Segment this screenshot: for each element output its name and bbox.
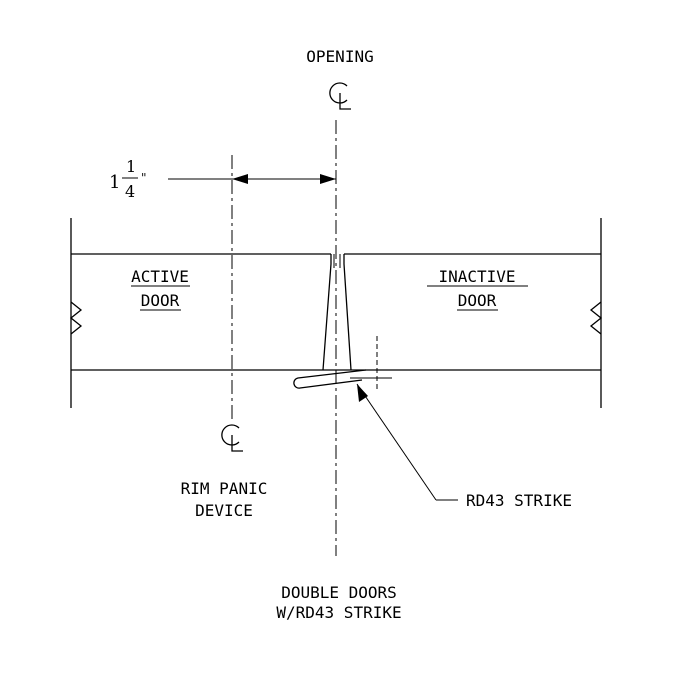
- rd43-strike: [293, 336, 392, 390]
- dimension-arrow-left: [232, 174, 248, 184]
- active-door-meeting-edge: [322, 254, 332, 371]
- strike-leader-line: [356, 383, 437, 501]
- panic-device-label-line1: RIM PANIC: [181, 479, 268, 498]
- centerline-icon: [329, 82, 351, 110]
- dimension-unit: ": [141, 171, 147, 185]
- dimension-whole: 1: [109, 172, 120, 193]
- centerline-icon: [221, 424, 243, 452]
- active-door-label-line1: ACTIVE: [131, 267, 189, 286]
- break-symbol-left: [69, 301, 83, 335]
- drawing-title-line2: W/RD43 STRIKE: [276, 603, 401, 622]
- strike-plate: [293, 369, 367, 389]
- dimension-label: 1 1 4 ": [109, 157, 147, 201]
- dimension-denominator: 4: [125, 182, 135, 201]
- strike-leader-arrow: [357, 384, 368, 402]
- active-door-label-line2: DOOR: [141, 291, 180, 310]
- panic-device-label-line2: DEVICE: [195, 501, 253, 520]
- inactive-door-meeting-edge: [343, 254, 352, 371]
- dimension-numerator: 1: [126, 157, 136, 176]
- dimension-arrow-right: [320, 174, 336, 184]
- break-symbol-right: [589, 301, 603, 335]
- strike-callout-label: RD43 STRIKE: [466, 491, 572, 510]
- opening-label: OPENING: [306, 47, 373, 66]
- drawing-title-line1: DOUBLE DOORS: [281, 583, 397, 602]
- inactive-door-label-line2: DOOR: [458, 291, 497, 310]
- inactive-door-label-line1: INACTIVE: [438, 267, 515, 286]
